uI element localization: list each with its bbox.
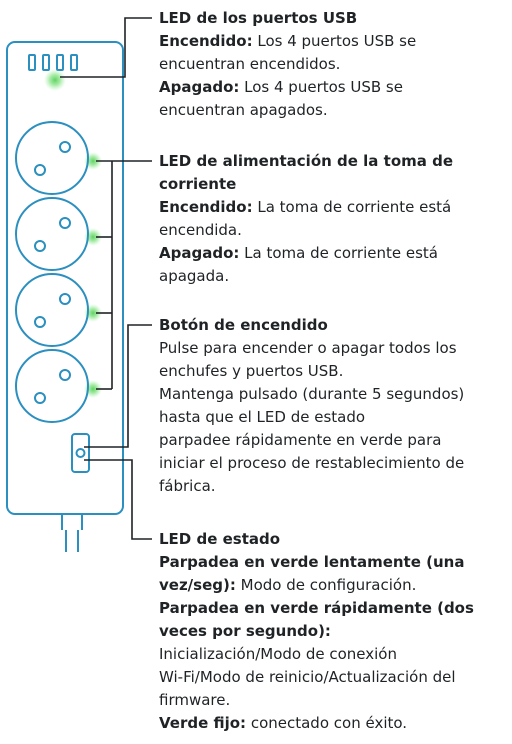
usb-ports bbox=[28, 54, 78, 71]
outlet-1 bbox=[15, 121, 89, 195]
leader-lines bbox=[60, 17, 152, 540]
power-button bbox=[71, 433, 90, 473]
status-led-title: LED de estado bbox=[159, 530, 281, 548]
power-cable bbox=[61, 511, 83, 552]
status-led bbox=[75, 448, 86, 458]
usb-port-3 bbox=[56, 54, 64, 71]
power-strip-body bbox=[6, 41, 124, 515]
outlet-led-title: LED de alimentación de la toma de bbox=[159, 152, 454, 170]
outlet-2 bbox=[15, 197, 89, 271]
outlet-led-callout: LED de alimentación de la toma de corrie… bbox=[159, 152, 454, 285]
usb-port-2 bbox=[42, 54, 50, 71]
status-led-callout: LED de estado Parpadea en verde lentamen… bbox=[159, 530, 474, 732]
usb-port-1 bbox=[28, 54, 36, 71]
usb-led-leader bbox=[60, 17, 152, 78]
usb-led-callout: LED de los puertos USB Encendido: Los 4 … bbox=[159, 9, 417, 119]
outlet-3 bbox=[15, 273, 89, 347]
power-button-title: Botón de encendido bbox=[159, 316, 328, 334]
power-button-leader bbox=[84, 324, 152, 448]
usb-led-glow bbox=[44, 69, 66, 91]
outlet-4 bbox=[15, 349, 89, 423]
usb-led-title: LED de los puertos USB bbox=[159, 9, 358, 27]
power-button-callout: Botón de encendido Pulse para encender o… bbox=[159, 316, 465, 495]
usb-port-4 bbox=[70, 54, 78, 71]
status-led-leader bbox=[84, 459, 152, 540]
